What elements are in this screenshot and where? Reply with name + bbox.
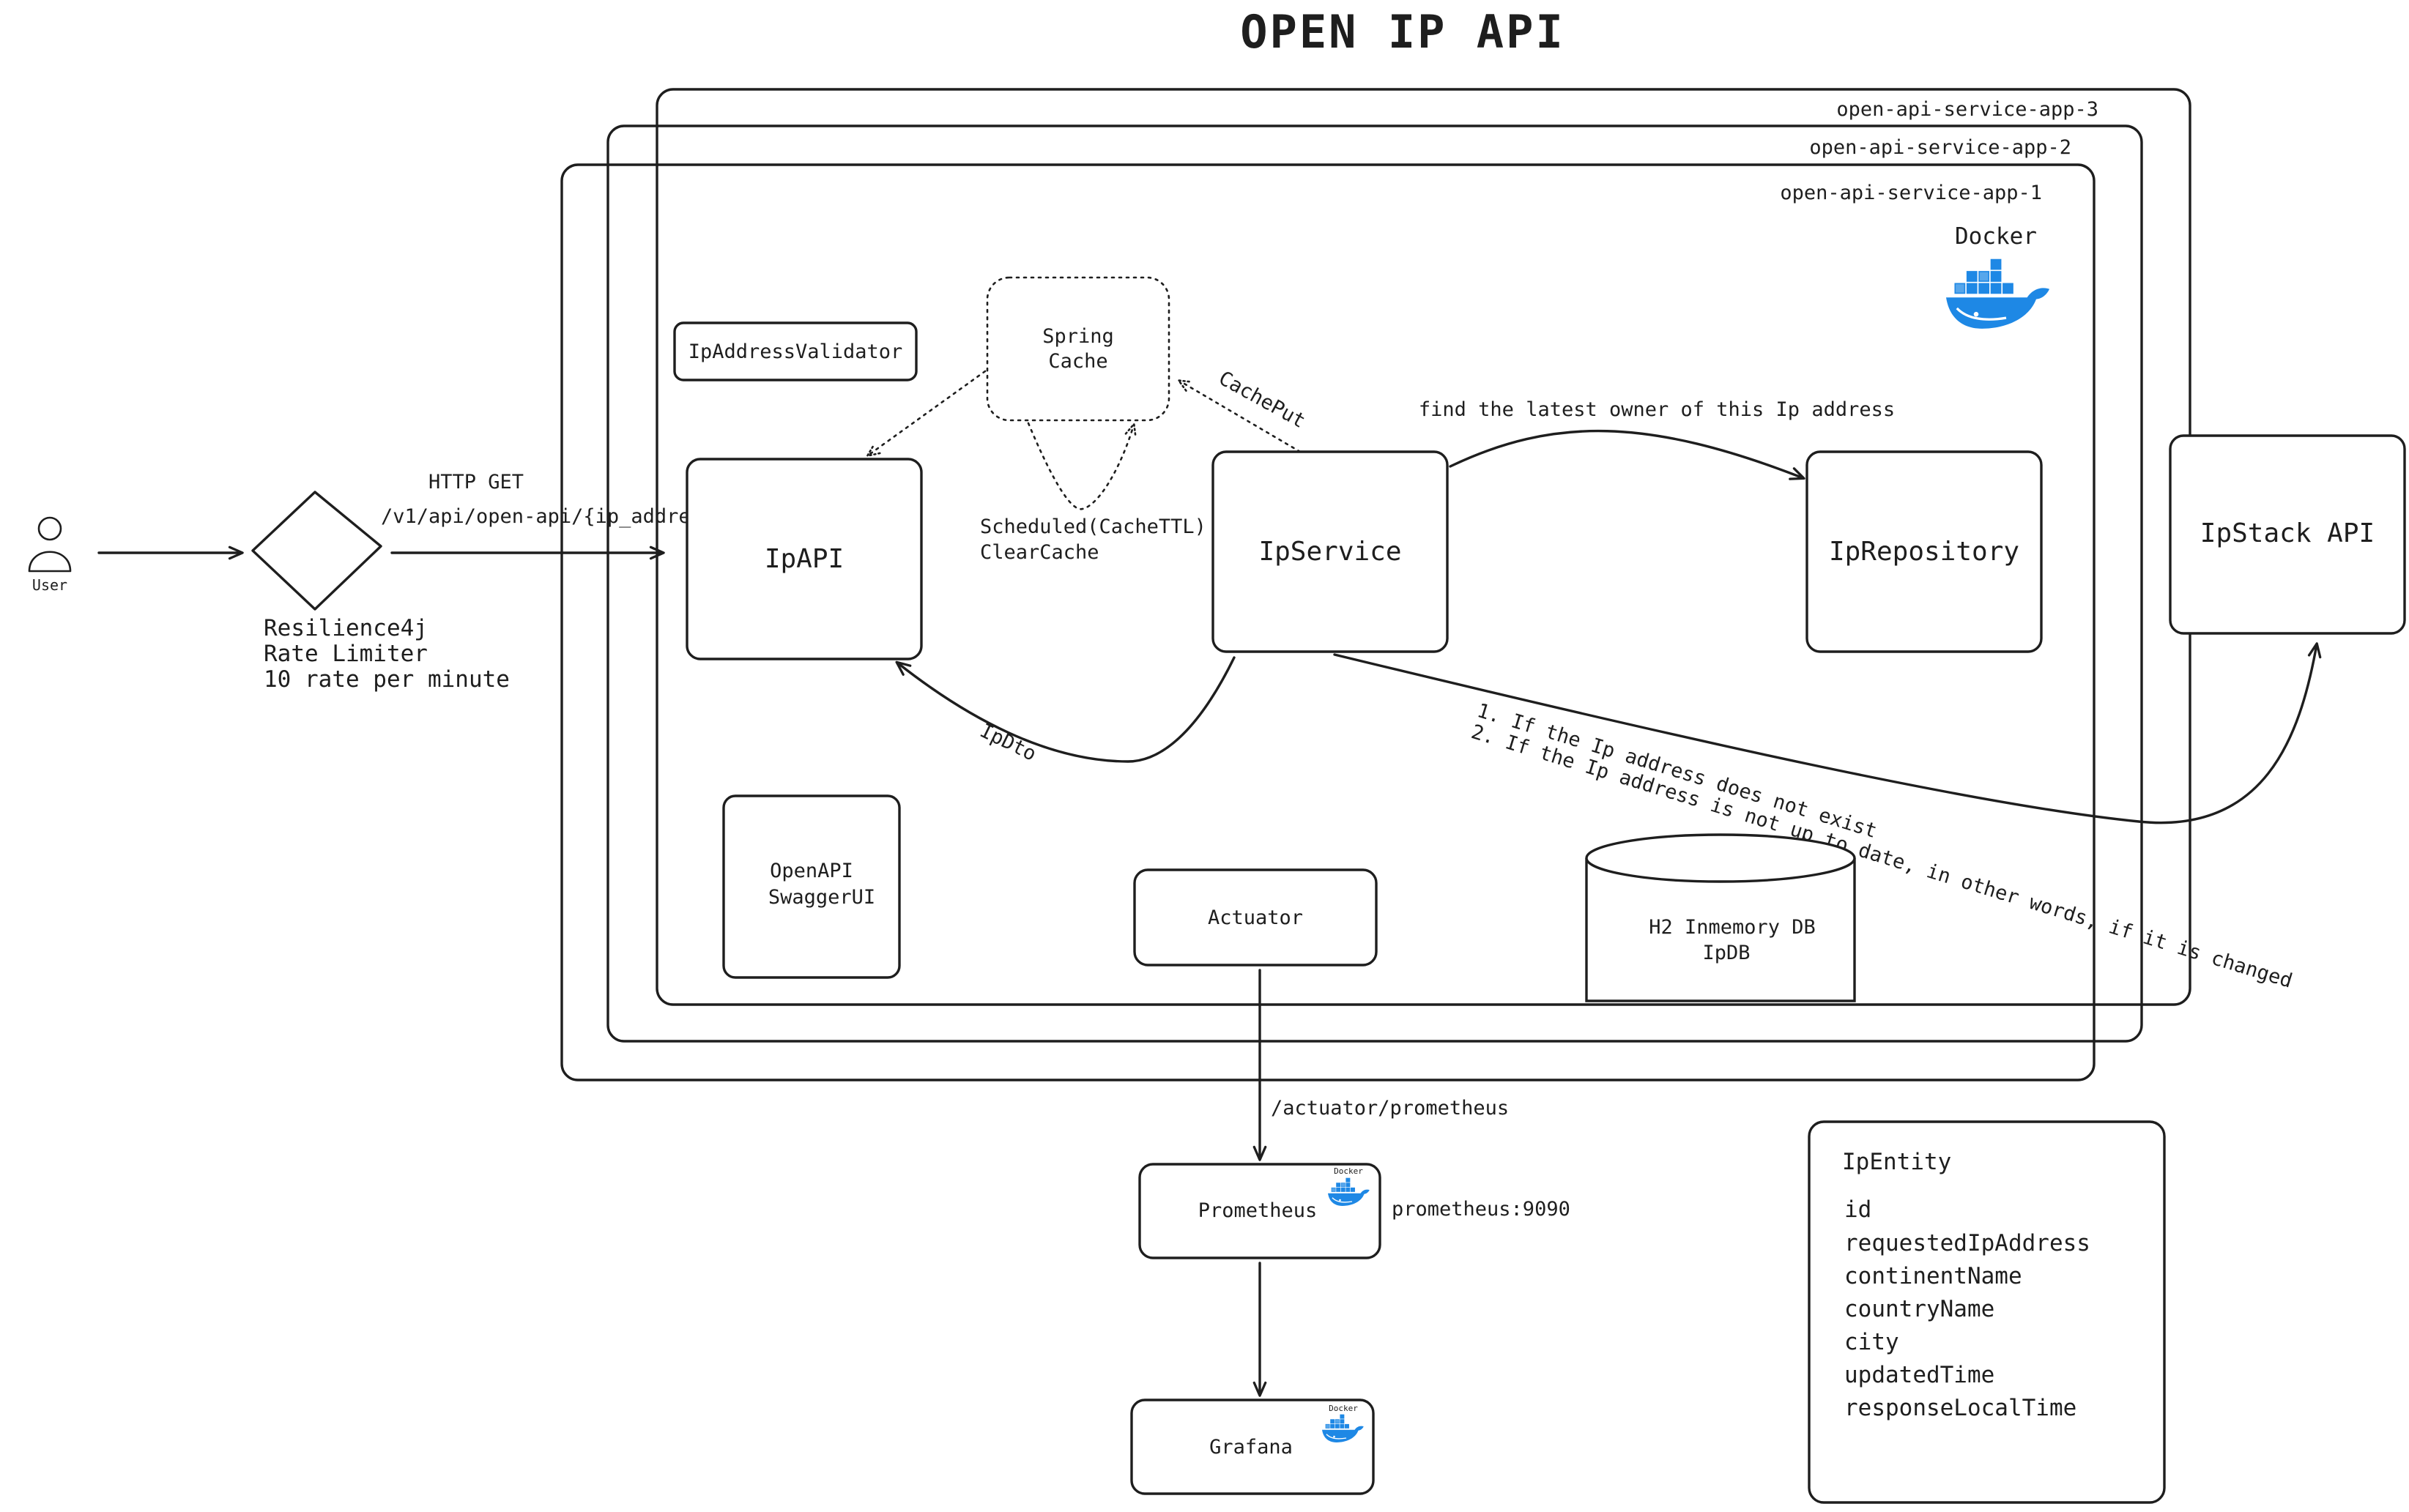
prometheus-label: Prometheus <box>1198 1199 1318 1222</box>
prometheus-box <box>1138 1163 1381 1259</box>
docker-icon <box>1945 258 2051 330</box>
ipdto-label: IpDto <box>976 719 1040 765</box>
ipstack-label: IpStack API <box>2200 518 2375 548</box>
actuator-box <box>1133 868 1378 967</box>
find-owner-label: find the latest owner of this Ip address <box>1419 398 1895 421</box>
edge-ipservice-to-ipapi <box>895 656 1236 763</box>
validator-box <box>673 321 918 381</box>
prometheus-port-label: prometheus:9090 <box>1392 1198 1570 1221</box>
ipservice-box <box>1211 450 1449 653</box>
condition1-label: 1. If the Ip address does not exist <box>1474 699 1879 843</box>
iprepository-label: IpRepository <box>1829 537 2019 567</box>
edge-cache-to-ipapi <box>868 370 987 455</box>
ipentity-field-city: city <box>1844 1329 1899 1355</box>
validator-label: IpAddressValidator <box>688 340 903 363</box>
http-method-label: HTTP GET <box>428 471 524 494</box>
actuator-label: Actuator <box>1208 906 1303 929</box>
rate-limiter-line3: 10 rate per minute <box>264 666 510 693</box>
prometheus-docker-label: Docker <box>1334 1166 1363 1176</box>
iprepository-box <box>1805 450 2043 653</box>
instance-container-2 <box>606 124 2143 1043</box>
instance-label-3: open-api-service-app-3 <box>1836 98 2098 121</box>
spring-cache-box <box>986 276 1170 422</box>
db-line1: H2 Inmemory DB <box>1649 916 1816 939</box>
edge-scheduled-clearcache <box>1027 423 1134 510</box>
ipapi-label: IpAPI <box>765 544 844 574</box>
scheduled-line1: Scheduled(CacheTTL) <box>980 515 1206 538</box>
instance-label-2: open-api-service-app-2 <box>1809 136 2071 159</box>
grafana-label: Grafana <box>1209 1436 1293 1459</box>
diagram-title: OPEN IP API <box>1240 5 1565 59</box>
rate-limiter-line2: Rate Limiter <box>264 641 428 667</box>
scheduled-line2: ClearCache <box>980 541 1099 564</box>
instance-label-1: open-api-service-app-1 <box>1780 182 2042 204</box>
instance-container-1 <box>560 163 2096 1081</box>
ipentity-field-continent: continentName <box>1844 1263 2022 1289</box>
ipentity-field-updated-time: updatedTime <box>1844 1362 1994 1388</box>
h2-database-cylinder <box>1585 833 1856 1002</box>
rate-limiter-diamond <box>251 491 382 611</box>
user-label: User <box>32 576 67 594</box>
ipentity-field-country: countryName <box>1844 1296 1994 1322</box>
cacheput-label: CachePut <box>1215 367 1310 433</box>
ipentity-field-id: id <box>1844 1196 1871 1223</box>
http-path-label: /v1/api/open-api/{ip_address} <box>381 505 726 528</box>
ipentity-box <box>1808 1120 2166 1504</box>
ipstack-box <box>2169 434 2406 635</box>
grafana-docker-label: Docker <box>1329 1404 1358 1413</box>
ipservice-label: IpService <box>1258 537 1401 567</box>
spring-cache-line1: Spring <box>1042 325 1114 348</box>
db-line2: IpDB <box>1702 942 1750 964</box>
ipapi-box <box>686 458 923 660</box>
edge-ipservice-to-ipstack <box>1333 642 2322 824</box>
actuator-path-label: /actuator/prometheus <box>1271 1097 1509 1120</box>
spring-cache-line2: Cache <box>1048 350 1107 373</box>
grafana-box <box>1130 1399 1375 1495</box>
edge-ipservice-to-cache <box>1179 381 1302 453</box>
openapi-line1: OpenAPI <box>770 860 853 882</box>
openapi-line2: SwaggerUI <box>768 886 875 909</box>
openapi-box <box>722 794 901 979</box>
user-icon <box>28 516 72 573</box>
ipentity-field-requested-ip: requestedIpAddress <box>1844 1230 2090 1256</box>
ipentity-field-response-time: responseLocalTime <box>1844 1395 2076 1421</box>
ipentity-title: IpEntity <box>1842 1149 1951 1175</box>
docker-label: Docker <box>1955 223 2037 250</box>
edge-ipservice-to-iprepository <box>1449 429 1805 480</box>
rate-limiter-line1: Resilience4j <box>264 615 428 641</box>
